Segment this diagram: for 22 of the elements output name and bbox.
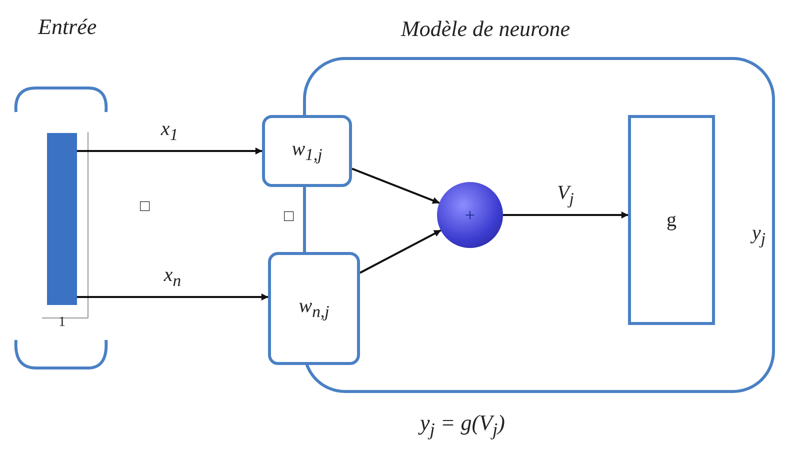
arrow: [352, 168, 440, 204]
symbol-label: □: [284, 208, 294, 226]
edge-label: x$_{n}$: [164, 264, 182, 291]
index-label: 1: [58, 315, 66, 331]
node-text: g: [666, 208, 676, 232]
symbol-label: y$_{j}$: [752, 222, 766, 249]
section-heading: Entrée: [38, 14, 97, 40]
symbol-label: □: [140, 198, 150, 216]
plus-sign: +: [464, 204, 476, 226]
node-text: w$_{1,j}$: [292, 138, 322, 164]
group-heading: Modèle de neurone: [401, 16, 570, 42]
arrow: [77, 147, 262, 154]
edge-label: x$_{1}$: [160, 118, 178, 145]
weight-box: [262, 115, 352, 187]
activation-box: [628, 115, 715, 325]
arrow: [77, 293, 268, 300]
arrow: [360, 229, 442, 274]
edge-label: V$_{j}$: [557, 182, 574, 209]
arrow: [503, 211, 628, 218]
formula: y$_{j}$ = g(V$_{j}$): [420, 410, 505, 440]
node-text: w$_{n,j}$: [298, 295, 330, 322]
weight-box: [268, 252, 360, 365]
